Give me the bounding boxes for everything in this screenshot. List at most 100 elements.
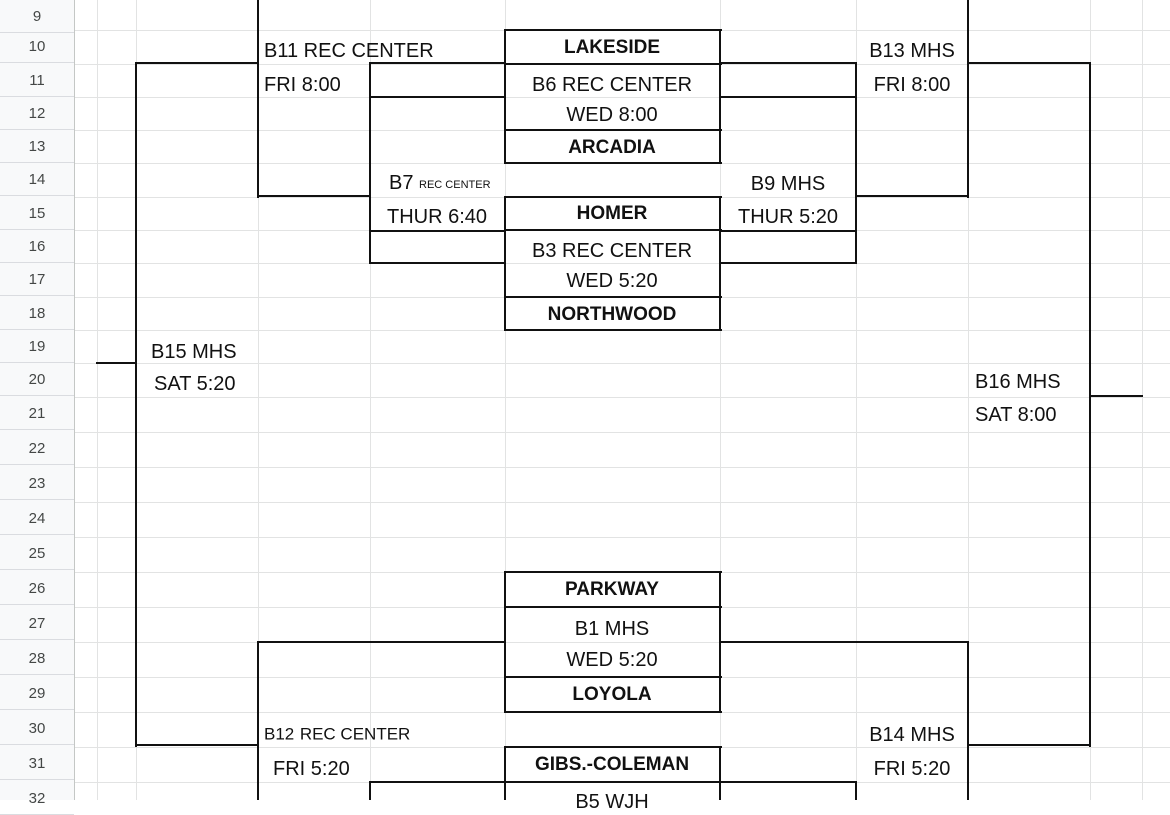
row-number[interactable]: 12 xyxy=(0,97,74,130)
bracket-line xyxy=(504,162,722,164)
team-cell[interactable]: HOMER xyxy=(576,203,648,224)
bracket-line xyxy=(719,746,721,800)
game-label[interactable]: B16 MHS xyxy=(975,371,1061,393)
game-time[interactable]: FRI 8:00 xyxy=(264,74,341,96)
row-gridline xyxy=(75,537,1170,538)
bracket-line xyxy=(504,29,722,31)
game-label[interactable]: B6 REC CENTER xyxy=(531,74,693,96)
bracket-line xyxy=(504,129,722,131)
game-label[interactable]: B9 MHS xyxy=(750,173,826,195)
game-time[interactable]: THUR 6:40 xyxy=(386,206,488,228)
team-cell[interactable]: NORTHWOOD xyxy=(547,304,677,325)
row-number[interactable]: 29 xyxy=(0,677,74,710)
row-gridline xyxy=(75,263,1170,264)
team-cell[interactable]: ARCADIA xyxy=(568,137,656,158)
game-venue: REC CENTER xyxy=(299,724,411,744)
row-number[interactable]: 25 xyxy=(0,537,74,570)
game-time[interactable]: WED 5:20 xyxy=(566,270,658,292)
game-venue: REC CENTER xyxy=(419,179,491,191)
bracket-line xyxy=(856,195,969,197)
bracket-line xyxy=(504,606,722,608)
column-gridline xyxy=(97,0,98,800)
row-number[interactable]: 18 xyxy=(0,297,74,330)
row-number[interactable]: 11 xyxy=(0,64,74,97)
bracket-line xyxy=(719,196,721,331)
row-number[interactable]: 31 xyxy=(0,747,74,780)
column-gridline xyxy=(505,0,506,800)
team-cell[interactable]: GIBS.-COLEMAN xyxy=(534,754,690,775)
column-gridline xyxy=(1142,0,1143,800)
row-gridline xyxy=(75,502,1170,503)
row-number[interactable]: 17 xyxy=(0,263,74,296)
row-number[interactable]: 15 xyxy=(0,197,74,230)
bracket-line xyxy=(504,676,722,678)
bracket-line xyxy=(720,230,857,232)
row-number[interactable]: 27 xyxy=(0,607,74,640)
bracket-line xyxy=(720,641,969,643)
bracket-line xyxy=(369,62,506,64)
team-cell[interactable]: LOYOLA xyxy=(572,684,652,705)
row-number[interactable]: 24 xyxy=(0,502,74,535)
row-number[interactable]: 30 xyxy=(0,712,74,745)
game-time[interactable]: WED 5:20 xyxy=(566,649,658,671)
team-cell[interactable]: LAKESIDE xyxy=(563,37,661,58)
row-number[interactable]: 16 xyxy=(0,230,74,263)
bracket-line xyxy=(135,62,259,64)
game-label[interactable]: B14 MHS xyxy=(869,724,955,746)
game-time[interactable]: FRI 5:20 xyxy=(873,758,951,780)
game-label[interactable]: B13 MHS xyxy=(869,40,955,62)
column-gridline xyxy=(370,0,371,800)
row-number[interactable]: 10 xyxy=(0,30,74,63)
row-gridline xyxy=(75,467,1170,468)
row-gridline xyxy=(75,363,1170,364)
game-time[interactable]: WED 8:00 xyxy=(566,104,658,126)
game-label[interactable]: B11 REC CENTER xyxy=(264,40,434,62)
bracket-line xyxy=(369,62,371,263)
row-number[interactable]: 22 xyxy=(0,432,74,465)
bracket-line xyxy=(369,781,371,800)
bracket-line xyxy=(257,641,259,800)
game-time[interactable]: FRI 8:00 xyxy=(873,74,951,96)
bracket-line xyxy=(504,781,722,783)
row-number[interactable]: 21 xyxy=(0,397,74,430)
bracket-line xyxy=(96,362,137,364)
bracket-line xyxy=(504,746,722,748)
bracket-line xyxy=(967,0,969,198)
row-number[interactable]: 23 xyxy=(0,467,74,500)
game-label[interactable]: B5 WJH xyxy=(575,791,649,813)
row-number[interactable]: 13 xyxy=(0,130,74,163)
row-gridline xyxy=(75,642,1170,643)
row-number[interactable]: 14 xyxy=(0,163,74,196)
column-gridline xyxy=(258,0,259,800)
game-label[interactable]: B1 MHS xyxy=(574,618,650,640)
game-time[interactable]: FRI 5:20 xyxy=(273,758,350,780)
row-number[interactable]: 32 xyxy=(0,782,74,815)
team-cell[interactable]: PARKWAY xyxy=(565,579,659,600)
game-label[interactable]: B3 REC CENTER xyxy=(531,240,693,262)
row-number[interactable]: 19 xyxy=(0,330,74,363)
bracket-line xyxy=(369,781,506,783)
bracket-line xyxy=(720,96,857,98)
row-number[interactable]: 20 xyxy=(0,363,74,396)
bracket-line xyxy=(135,62,137,747)
row-number[interactable]: 9 xyxy=(0,0,74,33)
row-gridline xyxy=(75,432,1170,433)
game-time[interactable]: SAT 5:20 xyxy=(154,373,236,395)
row-number[interactable]: 26 xyxy=(0,572,74,605)
row-gridline xyxy=(75,397,1170,398)
game-time[interactable]: SAT 8:00 xyxy=(975,404,1057,426)
game-number: B7 xyxy=(389,172,414,194)
game-time[interactable]: THUR 5:20 xyxy=(737,206,839,228)
game-label[interactable]: B15 MHS xyxy=(151,341,237,363)
bracket-line xyxy=(504,571,722,573)
bracket-line xyxy=(504,711,722,713)
bracket-line xyxy=(369,96,506,98)
game-label[interactable]: B12 REC CENTER xyxy=(264,722,410,747)
bracket-line xyxy=(1089,62,1091,747)
bracket-line xyxy=(855,62,857,263)
game-label[interactable]: B7 REC CENTER xyxy=(389,171,491,197)
row-number[interactable]: 28 xyxy=(0,642,74,675)
bracket-line xyxy=(504,63,722,65)
bracket-line xyxy=(504,746,506,800)
